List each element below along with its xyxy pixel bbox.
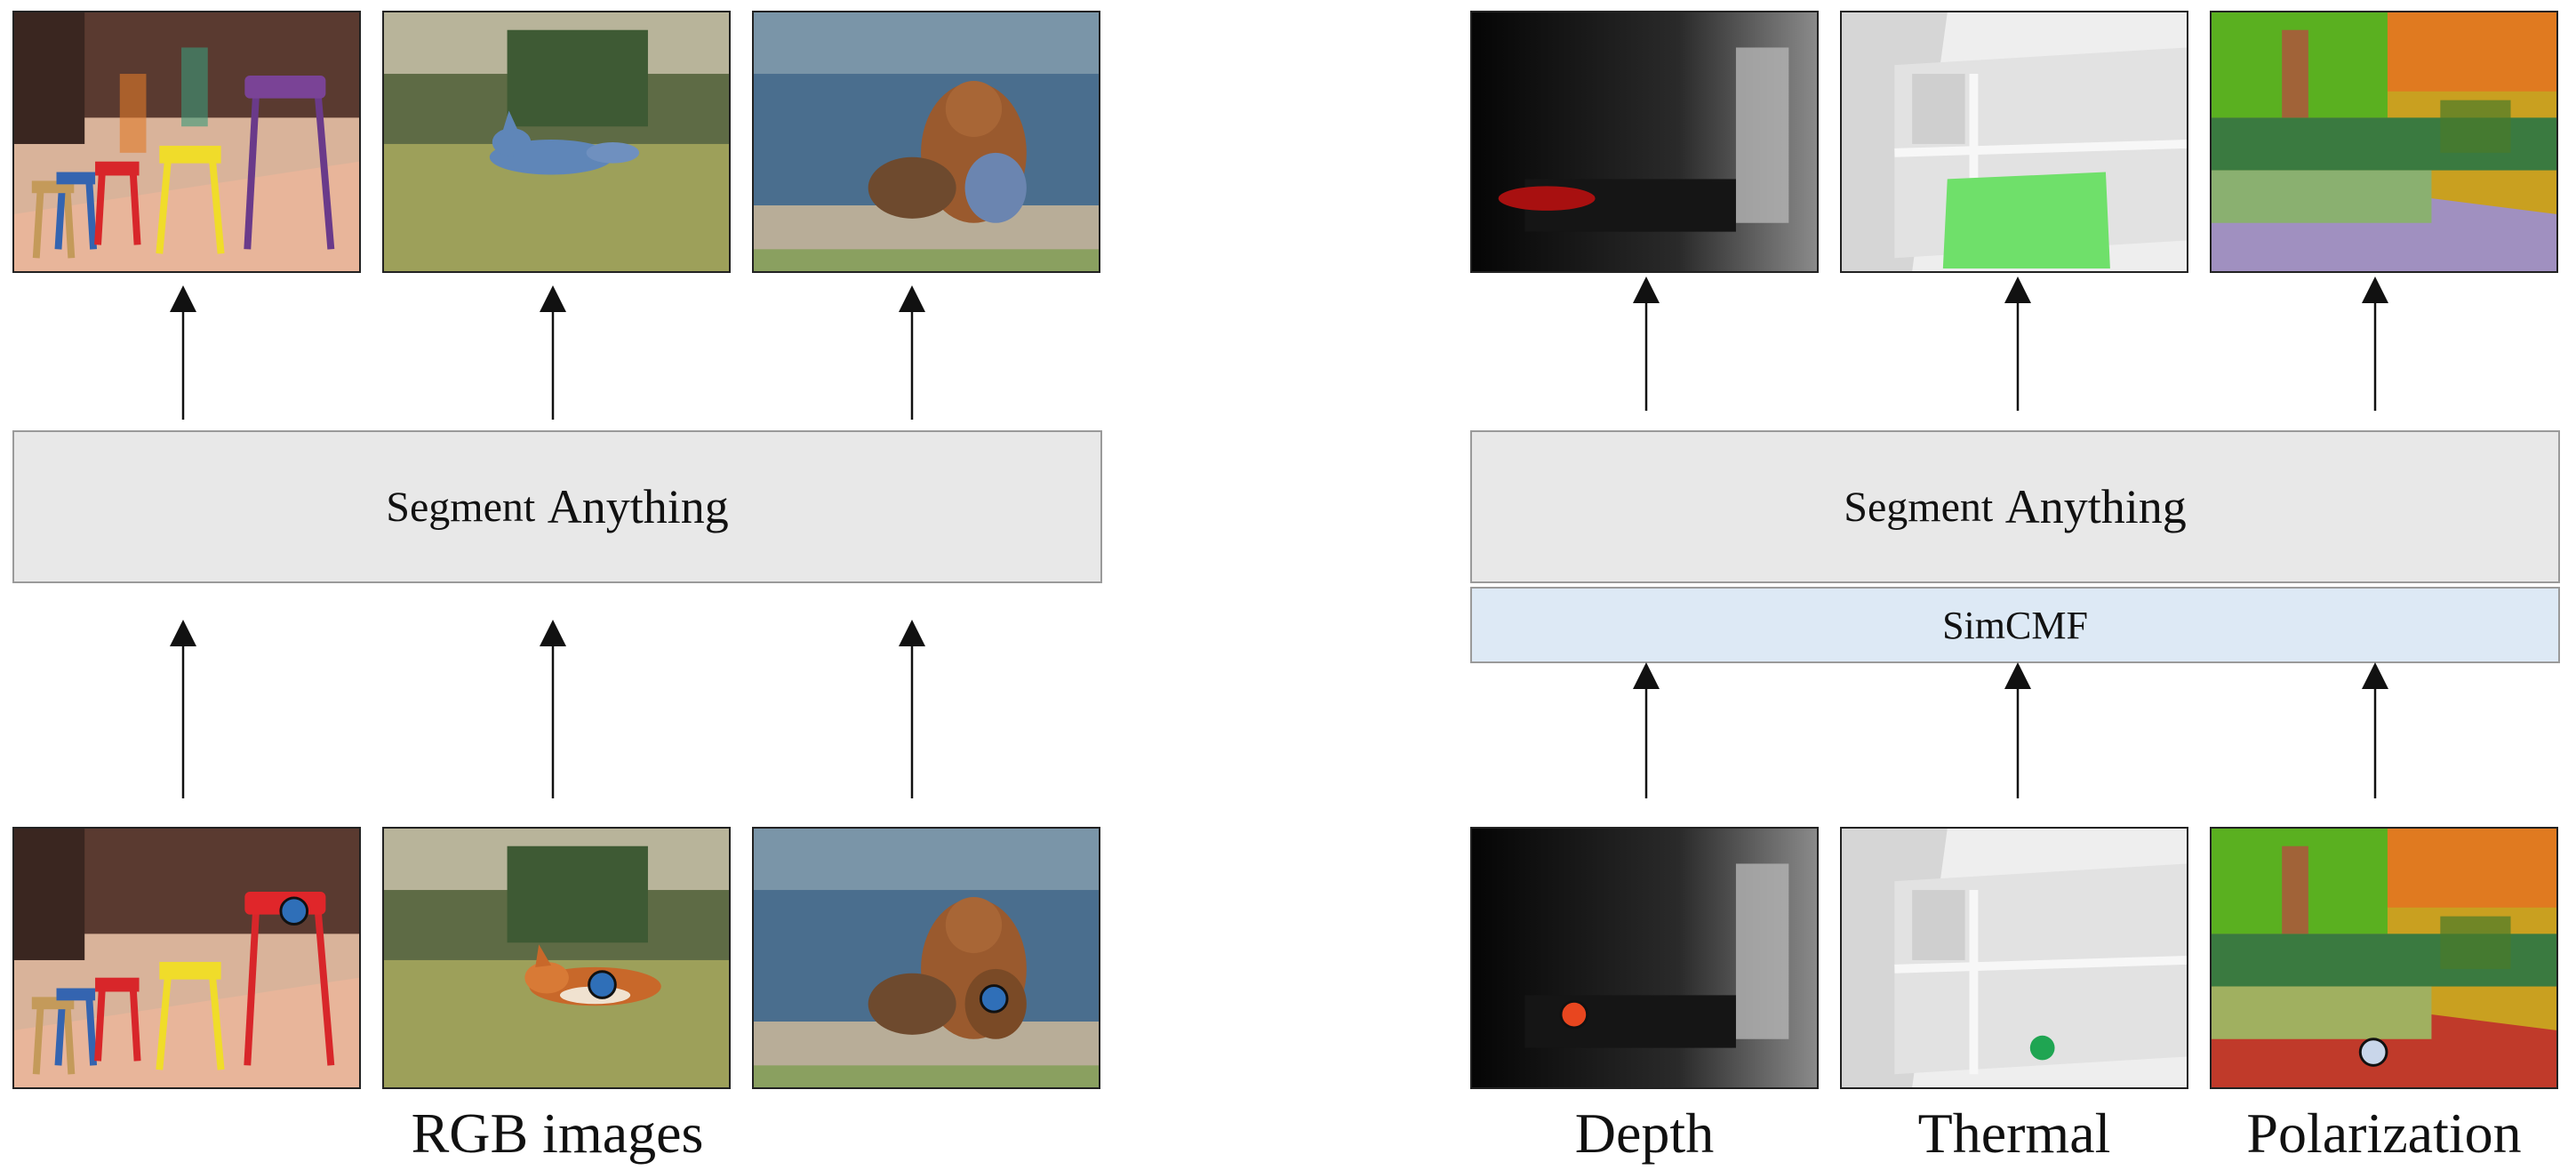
sam-label-prefix-right: Segment [1844,483,1994,531]
rgb-input-dog [382,827,731,1089]
sam-label-main-right: Anything [2004,480,2187,533]
polarization-output [2210,11,2558,273]
prompt-point-icon [1559,999,1589,1030]
rgb-output-stools [12,11,361,273]
prompt-point-icon [588,970,617,999]
caption-polarization: Polarization [2246,1102,2522,1165]
simcmf-box: SimCMF [1470,587,2560,663]
depth-input [1470,827,1819,1089]
thermal-output [1840,11,2188,273]
segment-anything-box-left: Segment Anything [12,430,1102,583]
caption-depth: Depth [1574,1102,1715,1165]
polarization-input [2210,827,2558,1089]
segment-anything-box-right: Segment Anything [1470,430,2560,583]
rgb-output-dog [382,11,731,273]
depth-output [1470,11,1819,273]
rgb-output-bears [752,11,1100,273]
sam-label-prefix-left: Segment [386,483,536,531]
prompt-point-icon [2358,1038,2388,1067]
prompt-point-icon [979,984,1009,1014]
prompt-point-icon [279,896,309,926]
caption-thermal: Thermal [1917,1102,2111,1165]
prompt-point-icon [2029,1035,2055,1061]
caption-rgb-images: RGB images [411,1102,704,1165]
rgb-input-bears [752,827,1100,1089]
sam-label-main-left: Anything [547,480,729,533]
rgb-input-stools [12,827,361,1089]
thermal-input [1840,827,2188,1089]
